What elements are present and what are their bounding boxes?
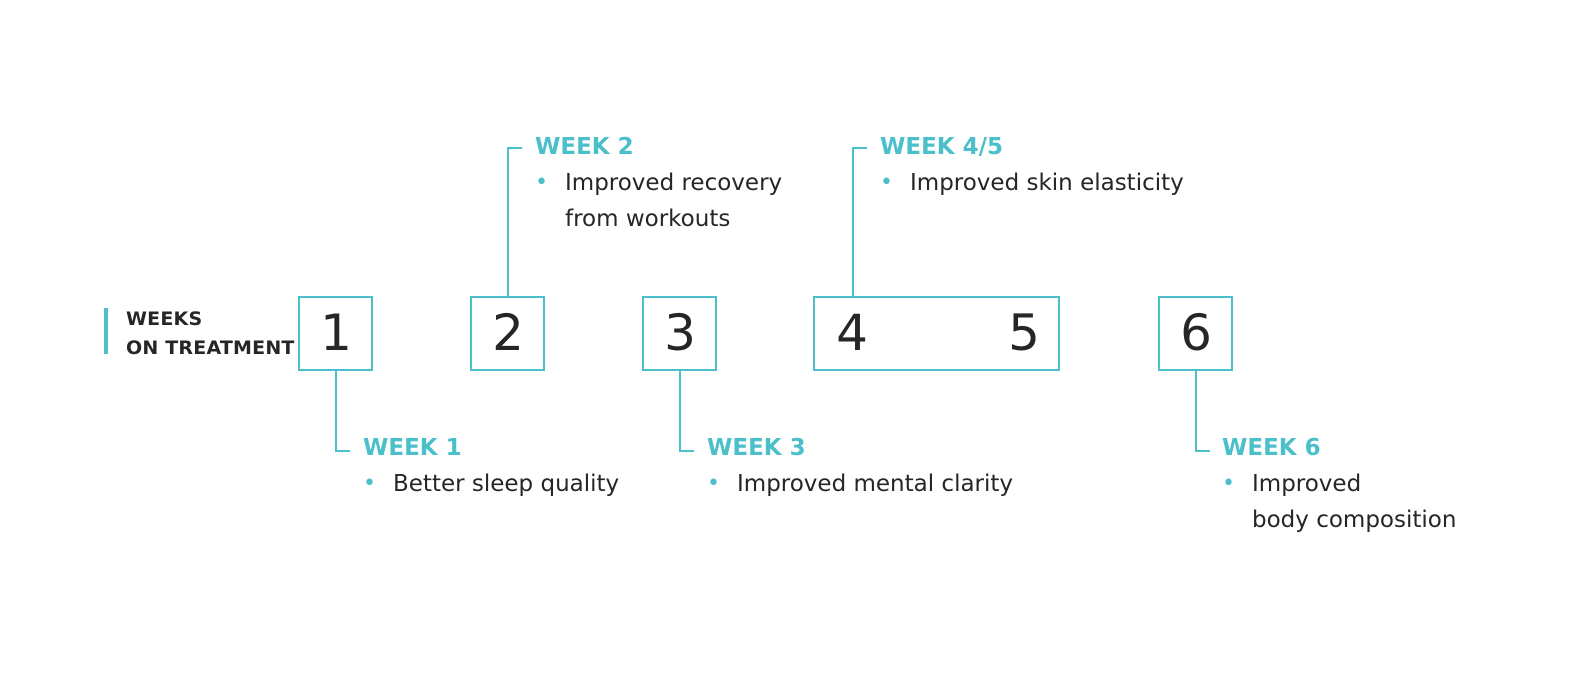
callout-week6-bullet: • — [1222, 471, 1235, 496]
callout-week3-title: WEEK 3 — [707, 435, 806, 461]
callout-week6-title: WEEK 6 — [1222, 435, 1321, 461]
connector-week45-horizontal — [852, 147, 867, 149]
week-number-2: 2 — [492, 304, 524, 362]
week-number-3: 3 — [664, 304, 696, 362]
callout-week45-title: WEEK 4/5 — [880, 134, 1004, 160]
week-box-4-5 — [813, 296, 1060, 371]
connector-week3-horizontal — [679, 450, 694, 452]
connector-week45-vertical — [852, 147, 854, 297]
axis-label: WEEKS ON TREATMENT — [126, 305, 295, 363]
connector-week1-horizontal — [335, 450, 350, 452]
callout-week1-text: Better sleep quality — [393, 466, 619, 502]
axis-label-line1: WEEKS — [126, 308, 203, 330]
callout-week2-line1: Improved recovery — [565, 170, 783, 196]
axis-label-line2: ON TREATMENT — [126, 337, 295, 359]
week-box-3 — [642, 296, 717, 371]
callout-week3-line1: Improved mental clarity — [737, 471, 1014, 497]
callout-week45-bullet: • — [880, 170, 893, 195]
week-number-5: 5 — [1008, 304, 1040, 362]
callout-week6-line2: body composition — [1252, 507, 1457, 533]
callout-week1-title: WEEK 1 — [363, 435, 462, 461]
callout-week45-text: Improved skin elasticity — [910, 165, 1184, 201]
connector-week3-vertical — [679, 370, 681, 452]
week-box-2 — [470, 296, 545, 371]
callout-week1-line1: Better sleep quality — [393, 471, 620, 497]
callout-week45-line1: Improved skin elasticity — [910, 170, 1184, 196]
callout-week2-line2: from workouts — [565, 206, 731, 232]
connector-week2-vertical — [507, 147, 509, 297]
callout-week6-line1: Improved — [1252, 471, 1362, 497]
callout-week1-bullet: • — [363, 471, 376, 496]
callout-week2-title: WEEK 2 — [535, 134, 634, 160]
callout-week6-text: Improved body composition — [1252, 466, 1456, 538]
callout-week2-bullet: • — [535, 170, 548, 195]
connector-week1-vertical — [335, 370, 337, 452]
week-number-1: 1 — [320, 304, 352, 362]
connector-week6-horizontal — [1195, 450, 1210, 452]
week-box-6 — [1158, 296, 1233, 371]
connector-week6-vertical — [1195, 370, 1197, 452]
callout-week3-text: Improved mental clarity — [737, 466, 1013, 502]
callout-week3-bullet: • — [707, 471, 720, 496]
callout-week2-text: Improved recovery from workouts — [565, 165, 782, 237]
week-number-4: 4 — [836, 304, 868, 362]
week-box-1 — [298, 296, 373, 371]
connector-week2-horizontal — [507, 147, 522, 149]
axis-accent-bar — [104, 308, 108, 354]
week-number-6: 6 — [1180, 304, 1212, 362]
